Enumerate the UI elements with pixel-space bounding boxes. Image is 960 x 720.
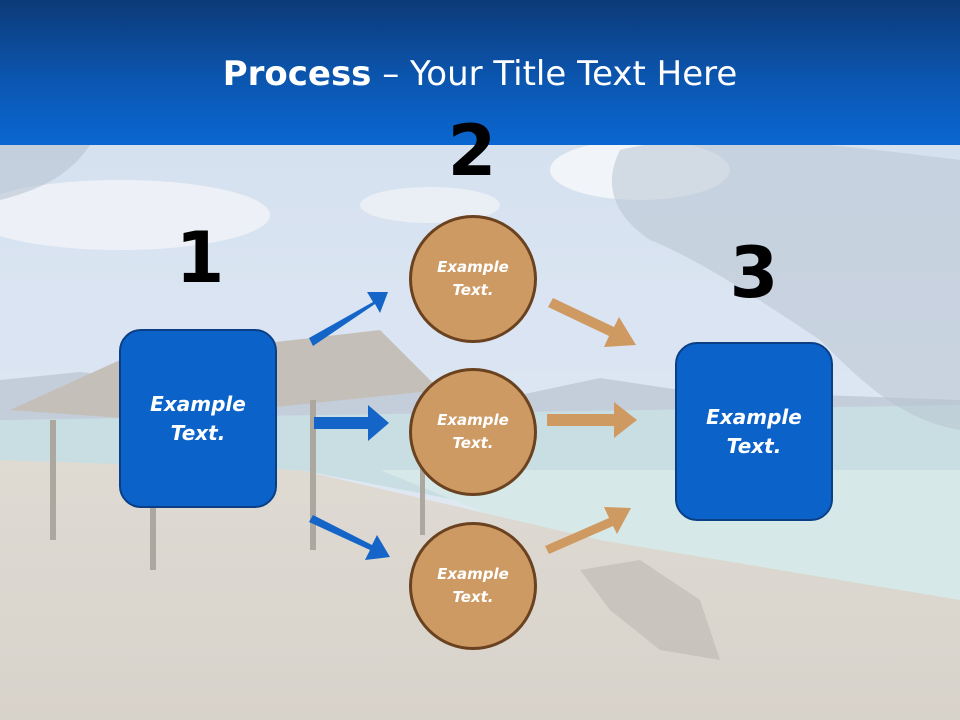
step-1-number: 1 — [175, 217, 225, 299]
step-2-circle-middle: Example Text. — [409, 368, 537, 496]
step-1-box-text: Example Text. — [150, 391, 246, 445]
step-2-number: 2 — [447, 110, 497, 192]
step-3-box: Example Text. — [675, 342, 833, 521]
tan-arrow-up-right — [545, 507, 631, 554]
tan-arrow-right — [547, 402, 637, 438]
step-3-box-text: Example Text. — [706, 404, 802, 458]
title-bar: Process – Your Title Text Here — [0, 0, 960, 145]
step-2-circle-top: Example Text. — [409, 215, 537, 343]
blue-arrow-up-right — [309, 292, 388, 346]
circle-top-text: Example Text. — [437, 258, 509, 299]
step-2-circle-bottom: Example Text. — [409, 522, 537, 650]
tan-arrow-down-right — [548, 298, 636, 347]
blue-arrow-right — [314, 405, 389, 441]
circle-bottom-text: Example Text. — [437, 565, 509, 606]
blue-arrow-down-right — [309, 515, 390, 560]
step-1-box: Example Text. — [119, 329, 277, 508]
slide-title: Process – Your Title Text Here — [0, 52, 960, 96]
title-rest: – Your Title Text Here — [371, 54, 738, 94]
step-3-number: 3 — [729, 232, 779, 314]
circle-middle-text: Example Text. — [437, 411, 509, 452]
title-bold: Process — [222, 54, 372, 94]
